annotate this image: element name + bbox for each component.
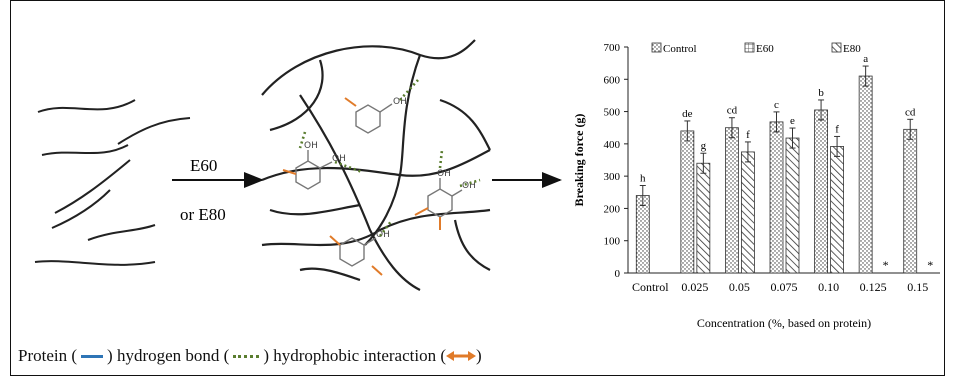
bar bbox=[785, 137, 800, 274]
oh-label: OH bbox=[304, 141, 318, 151]
y-tick-label: 100 bbox=[604, 236, 621, 248]
legend-label: E60 bbox=[756, 43, 774, 55]
arrow-label-bottom: or E80 bbox=[180, 205, 226, 224]
legend-hydrophobic-text: ) hydrophobic interaction ( bbox=[263, 346, 447, 366]
significance-letter: a bbox=[863, 53, 868, 65]
hydrogen-bond bbox=[459, 178, 481, 188]
y-axis-title: Breaking force (g) bbox=[572, 114, 586, 207]
legend-label: Control bbox=[663, 43, 697, 55]
y-tick-label: 500 bbox=[604, 107, 621, 119]
protein-strand bbox=[37, 99, 136, 113]
arrow-label-top: E60 bbox=[190, 156, 217, 175]
y-tick-label: 200 bbox=[604, 203, 621, 215]
protein-network: OH OH OH OH OH OH bbox=[261, 39, 491, 291]
protein-strand bbox=[54, 159, 131, 214]
protein-line-swatch bbox=[81, 354, 104, 358]
phenol-ring bbox=[339, 237, 365, 267]
oh-label: OH bbox=[332, 154, 346, 164]
bar bbox=[830, 146, 844, 274]
protein-strand bbox=[87, 224, 156, 241]
y-tick-label: 300 bbox=[604, 171, 621, 183]
y-tick-label: 600 bbox=[604, 74, 621, 86]
hydrophobic-link bbox=[282, 169, 297, 175]
bar bbox=[741, 151, 755, 274]
bar bbox=[696, 162, 711, 274]
oh-label: OH bbox=[393, 97, 407, 107]
bar bbox=[725, 127, 739, 274]
significance-letter: e bbox=[790, 115, 795, 127]
significance-letter: h bbox=[640, 173, 646, 185]
hydrophobic-arrow-swatch bbox=[446, 351, 477, 362]
x-tick-label: 0.10 bbox=[818, 280, 839, 294]
significance-letter: cd bbox=[727, 105, 738, 117]
legend-swatch bbox=[651, 42, 662, 53]
hydrophobic-link bbox=[344, 97, 357, 107]
missing-marker: * bbox=[927, 258, 933, 272]
protein-strand bbox=[51, 189, 111, 229]
protein-strand bbox=[41, 144, 129, 156]
significance-letter: g bbox=[701, 140, 707, 152]
legend-end-text: ) bbox=[476, 346, 482, 366]
significance-letter: de bbox=[682, 108, 693, 120]
legend-swatch bbox=[744, 42, 755, 53]
oh-label: OH bbox=[437, 169, 451, 179]
bar bbox=[903, 128, 918, 274]
figure-frame bbox=[10, 0, 945, 376]
x-tick-label: 0.075 bbox=[771, 280, 798, 294]
hydrophobic-link bbox=[371, 265, 383, 276]
hydrogen-bond bbox=[438, 149, 444, 169]
bar bbox=[814, 109, 828, 274]
legend-label: E80 bbox=[843, 43, 861, 55]
bar bbox=[680, 130, 695, 274]
bar bbox=[858, 75, 873, 274]
x-tick-label: Control bbox=[632, 280, 669, 294]
y-tick-label: 0 bbox=[615, 268, 621, 280]
significance-letter: f bbox=[835, 123, 839, 135]
missing-marker: * bbox=[883, 258, 889, 272]
x-tick-label: 0.05 bbox=[729, 280, 750, 294]
legend-protein-text: Protein ( bbox=[18, 346, 78, 366]
hbond-dots-swatch bbox=[233, 354, 260, 358]
bar bbox=[769, 121, 784, 274]
significance-letter: cd bbox=[905, 106, 916, 118]
x-tick-label: 0.15 bbox=[907, 280, 928, 294]
y-tick-label: 400 bbox=[604, 139, 621, 151]
phenol-ring bbox=[295, 160, 321, 190]
significance-letter: f bbox=[746, 129, 750, 141]
legend-swatch bbox=[831, 42, 842, 53]
protein-strand bbox=[34, 260, 156, 266]
free-protein-strands bbox=[34, 99, 191, 266]
x-tick-label: 0.125 bbox=[860, 280, 887, 294]
hydrophobic-link bbox=[414, 207, 429, 216]
protein-strand bbox=[117, 117, 191, 145]
bar bbox=[635, 195, 650, 274]
hydrophobic-link bbox=[329, 235, 341, 246]
phenol-ring bbox=[355, 104, 381, 134]
phenol-ring bbox=[427, 188, 453, 218]
legend-hbond-text: ) hydrogen bond ( bbox=[107, 346, 230, 366]
y-tick-label: 700 bbox=[604, 42, 621, 54]
significance-letter: b bbox=[818, 87, 824, 99]
x-axis-title: Concentration (%, based on protein) bbox=[697, 316, 871, 330]
significance-letter: c bbox=[774, 99, 779, 111]
oh-label: OH bbox=[462, 181, 476, 191]
x-tick-label: 0.025 bbox=[681, 280, 708, 294]
oh-label: OH bbox=[376, 230, 390, 240]
hydrogen-bond bbox=[378, 219, 394, 237]
bottom-legend: Protein ( ) hydrogen bond ( ) hydrophobic … bbox=[18, 345, 482, 366]
